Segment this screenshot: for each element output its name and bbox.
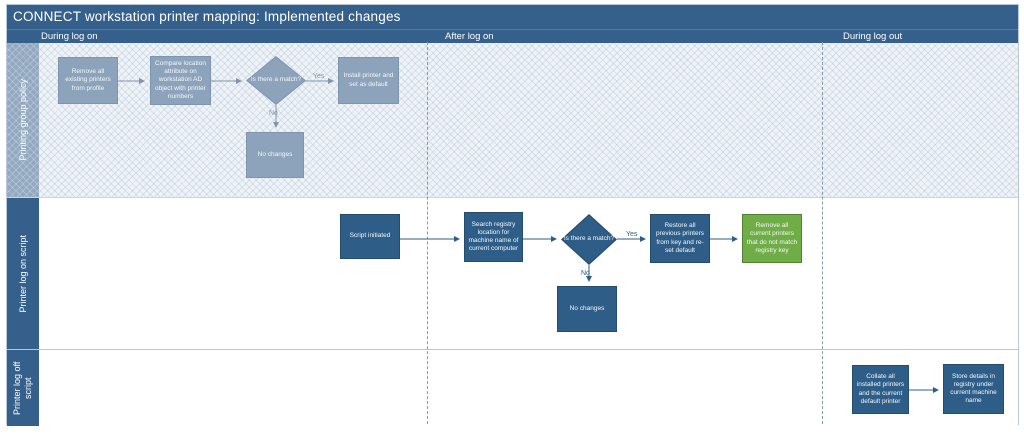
- lane-content-printing-group-policy: [39, 43, 1018, 197]
- lane-content-printer-log-on-script: [39, 198, 1018, 349]
- phase-header-row: During log on After log on During log ou…: [7, 29, 1018, 43]
- lane-label-printer-log-on-script: Printer log on script: [7, 198, 39, 349]
- phase-divider-2: [822, 42, 823, 424]
- phase-header-during-log-on: During log on: [41, 31, 98, 42]
- page-title: CONNECT workstation printer mapping: Imp…: [13, 9, 401, 24]
- lane-printer-log-off-script: Printer log off script: [7, 349, 1018, 426]
- lane-label-printer-log-off-script: Printer log off script: [7, 350, 39, 426]
- lane-content-printer-log-off-script: [39, 350, 1018, 426]
- phase-divider-1: [427, 42, 428, 424]
- lane-printer-log-on-script: Printer log on script: [7, 197, 1018, 349]
- phase-header-after-log-on: After log on: [445, 31, 494, 42]
- lane-label-printing-group-policy: Printing group policy: [7, 43, 39, 197]
- diagram-title-bar: CONNECT workstation printer mapping: Imp…: [7, 5, 1018, 29]
- diagram-frame: CONNECT workstation printer mapping: Imp…: [6, 4, 1019, 426]
- phase-header-during-log-out: During log out: [843, 31, 903, 42]
- lane-printing-group-policy: Printing group policy: [7, 43, 1018, 197]
